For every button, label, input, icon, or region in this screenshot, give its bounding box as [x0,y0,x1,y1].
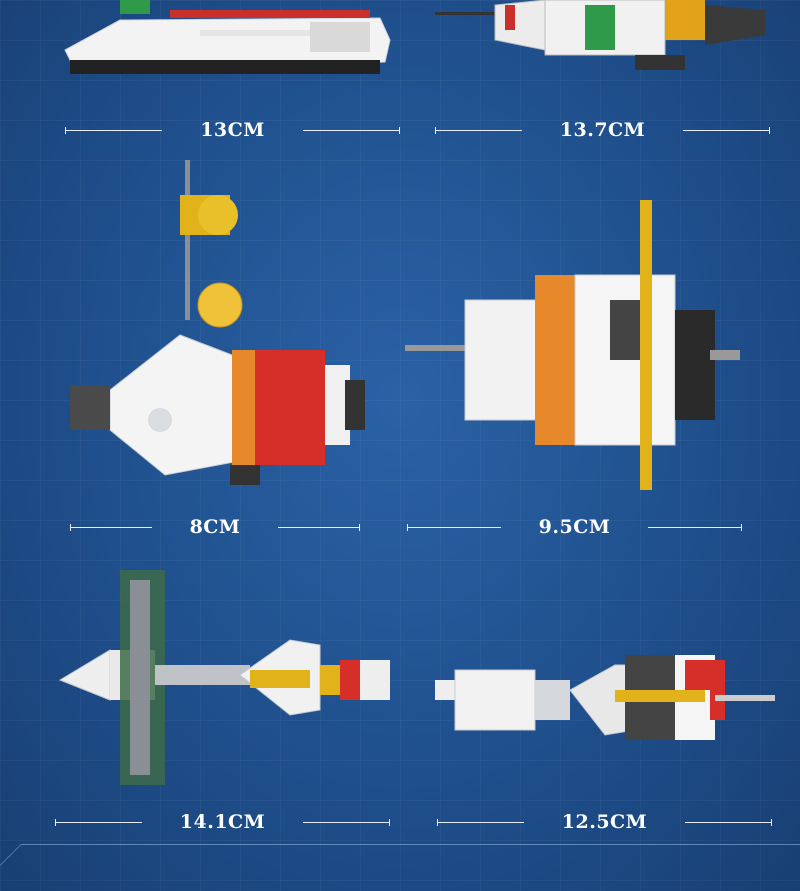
dimension-line-left [70,523,152,531]
dimension-line-left [407,523,501,531]
dimension-line-right [278,523,360,531]
size-label: 13.7CM [559,119,646,141]
dimension-line-right [648,523,742,531]
size-label: 12.5CM [561,811,648,833]
dimension-line-right [302,126,401,134]
docking-craft-model [435,655,775,740]
size-label: 8CM [189,516,241,538]
space-shuttle-model [64,0,391,74]
size-label: 9.5CM [538,516,611,538]
dimension-line-left [65,126,163,134]
dimension-line-right [685,818,772,826]
dimension-line-left [437,818,524,826]
rotating-ring-probe-model [58,570,390,785]
size-label: 14.1CM [179,811,266,833]
size-dimension-station-module: 13.7CM [435,119,770,141]
solar-panel-module-model [405,200,740,490]
dimension-line-left [55,818,142,826]
space-station-module-model [435,0,765,70]
size-label: 13CM [200,119,265,141]
dimension-line-right [303,818,390,826]
frame-edge-decoration [0,844,800,885]
size-dimension-docking-craft: 12.5CM [437,811,772,833]
dimension-line-right [683,126,770,134]
satellite-dish-probe-model [70,160,365,485]
size-dimension-solar-module: 9.5CM [407,516,742,538]
size-dimension-shuttle: 13CM [65,119,401,141]
dimension-line-left [435,126,522,134]
size-dimension-dish-probe: 8CM [70,516,360,538]
size-dimension-ring-probe: 14.1CM [55,811,390,833]
